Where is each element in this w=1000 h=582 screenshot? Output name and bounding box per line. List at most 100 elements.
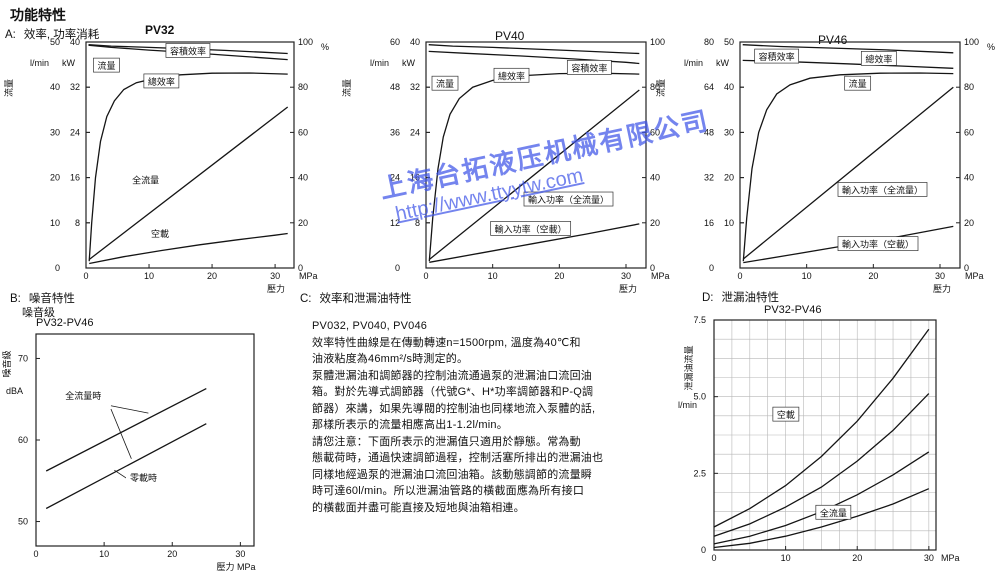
svg-text:0: 0 (395, 263, 400, 273)
svg-text:50: 50 (50, 37, 60, 47)
svg-text:10: 10 (802, 271, 812, 281)
svg-text:20: 20 (167, 549, 177, 559)
svg-text:kW: kW (62, 58, 76, 68)
svg-text:總效率: 總效率 (148, 76, 175, 87)
svg-text:全流量: 全流量 (132, 174, 159, 185)
svg-text:20: 20 (298, 218, 308, 228)
svg-text:輸入功率（空載）: 輸入功率（空載） (495, 223, 567, 234)
spec-text-line: 那樣所表示的流量相應高出1-1.2l/min。 (312, 419, 508, 431)
svg-text:32: 32 (704, 173, 714, 183)
svg-text:50: 50 (724, 37, 734, 47)
svg-text:24: 24 (70, 127, 80, 137)
svg-text:40: 40 (964, 173, 974, 183)
svg-text:64: 64 (704, 82, 714, 92)
svg-text:kW: kW (402, 58, 416, 68)
svg-text:80: 80 (298, 82, 308, 92)
section-a-label: A: (5, 29, 16, 41)
svg-text:10: 10 (724, 218, 734, 228)
svg-text:流量: 流量 (849, 78, 867, 89)
svg-text:流量: 流量 (3, 79, 14, 97)
svg-text:30: 30 (724, 127, 734, 137)
svg-text:零載時: 零載時 (130, 472, 157, 483)
spec-text-line: 節器）來講，如果先導閥的控制油也同樣地流入泵體的話, (312, 402, 596, 415)
svg-text:40: 40 (650, 173, 660, 183)
svg-text:40: 40 (724, 82, 734, 92)
svg-text:壓力: 壓力 (619, 283, 637, 294)
section-d-model: PV32-PV46 (764, 304, 822, 316)
svg-text:40: 40 (410, 37, 420, 47)
spec-text-line: 的橫截面并盡可能直接及短地與油箱相連。 (312, 501, 525, 514)
svg-text:100: 100 (298, 37, 313, 47)
svg-text:5.0: 5.0 (693, 392, 706, 402)
svg-text:容積效率: 容積效率 (170, 45, 206, 56)
svg-text:60: 60 (964, 127, 974, 137)
svg-text:流量: 流量 (97, 60, 115, 71)
svg-text:40: 40 (50, 82, 60, 92)
svg-text:10: 10 (99, 549, 109, 559)
svg-text:MPa: MPa (965, 271, 984, 281)
svg-text:MPa: MPa (941, 553, 960, 563)
svg-text:流量: 流量 (341, 79, 352, 97)
section-a-title: 效率, 功率消耗 (23, 29, 100, 41)
svg-text:30: 30 (621, 271, 631, 281)
svg-text:流量: 流量 (655, 79, 666, 97)
svg-text:10: 10 (50, 218, 60, 228)
svg-text:20: 20 (50, 173, 60, 183)
svg-text:0: 0 (55, 263, 60, 273)
svg-text:32: 32 (410, 82, 420, 92)
svg-text:0: 0 (650, 263, 655, 273)
spec-text-line: 油液粘度為46mm²/s時測定的。 (312, 353, 469, 365)
svg-text:0: 0 (298, 263, 303, 273)
section-b-subtitle: 噪音级 (22, 307, 55, 319)
svg-text:30: 30 (924, 553, 934, 563)
svg-text:壓力 MPa: 壓力 MPa (216, 561, 255, 572)
svg-text:40: 40 (298, 173, 308, 183)
section-d-title: 泄漏油特性 (721, 292, 780, 304)
svg-text:0: 0 (83, 271, 88, 281)
svg-text:20: 20 (724, 173, 734, 183)
svg-text:l/min: l/min (684, 58, 703, 68)
svg-text:%: % (987, 42, 995, 52)
svg-text:30: 30 (270, 271, 280, 281)
svg-text:16: 16 (704, 218, 714, 228)
spec-text-line: 態載荷時，通過快速調節過程，控制活塞所排出的泄漏油也 (312, 452, 604, 464)
svg-text:24: 24 (390, 173, 400, 183)
spec-text-line: 泵體泄漏油和調節器的控制油流通過泵的泄漏油口流回油 (312, 369, 592, 382)
spec-text-line: 箱。對於先導式調節器（代號G*、H*功率調節器和P-Q調 (312, 386, 594, 398)
section-a-heading: A: 效率, 功率消耗 (5, 26, 99, 42)
section-b-title: 噪音特性 (28, 293, 75, 305)
spec-text-line: 時可達60l/min。所以泄漏油管路的橫截面應為所有接口 (312, 485, 585, 497)
spec-text-line: PV032, PV040, PV046 (312, 320, 428, 332)
svg-text:空載: 空載 (151, 228, 169, 239)
svg-text:10: 10 (144, 271, 154, 281)
svg-text:MPa: MPa (299, 271, 318, 281)
svg-text:60: 60 (18, 435, 28, 445)
svg-text:8: 8 (75, 218, 80, 228)
svg-text:0: 0 (701, 545, 706, 555)
svg-text:l/min: l/min (678, 400, 697, 410)
svg-text:80: 80 (704, 37, 714, 47)
svg-text:10: 10 (781, 553, 791, 563)
svg-text:0: 0 (737, 271, 742, 281)
svg-text:20: 20 (650, 218, 660, 228)
svg-text:全流量: 全流量 (820, 507, 847, 518)
svg-text:60: 60 (650, 127, 660, 137)
svg-text:容積效率: 容積效率 (759, 51, 795, 62)
svg-text:20: 20 (868, 271, 878, 281)
svg-text:0: 0 (33, 549, 38, 559)
section-b-model: PV32-PV46 (36, 317, 94, 329)
section-b-label: B: (10, 293, 21, 305)
svg-text:16: 16 (70, 173, 80, 183)
svg-text:0: 0 (423, 271, 428, 281)
svg-text:32: 32 (70, 82, 80, 92)
svg-text:30: 30 (935, 271, 945, 281)
svg-text:kW: kW (716, 58, 730, 68)
svg-text:總效率: 總效率 (865, 53, 892, 64)
svg-text:MPa: MPa (651, 271, 670, 281)
svg-text:50: 50 (18, 517, 28, 527)
svg-text:壓力: 壓力 (933, 283, 951, 294)
pv32-chart-title: PV32 (145, 23, 175, 37)
svg-text:24: 24 (410, 127, 420, 137)
